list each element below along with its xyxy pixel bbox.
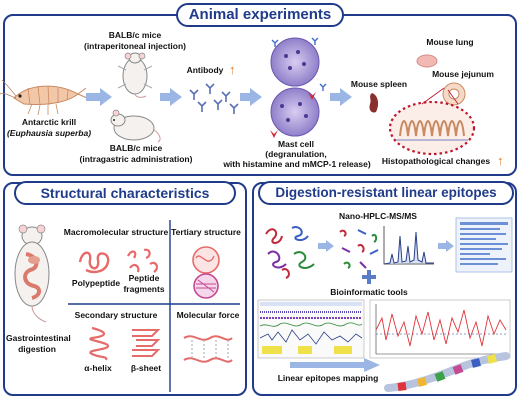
epitope-ribbon [384, 352, 510, 392]
ms-spectra-table [455, 217, 513, 273]
tangles-to-fragments-arrow [318, 240, 334, 252]
mouse-ig-illustration [110, 109, 161, 143]
mouse-lung-label: Mouse lung [426, 37, 474, 47]
tertiary-illustration [192, 246, 220, 299]
polypeptide-label: Polypeptide [71, 278, 121, 288]
bioinformatic-label: Bioinformatic tools [330, 287, 408, 297]
mouse-spleen-label: Mouse spleen [350, 79, 408, 89]
histopathology-dotted-circle [388, 100, 476, 156]
molecular-force-label: Molecular force [176, 310, 240, 320]
digested-fragments [339, 229, 379, 269]
mast-cell-sub1: (degranulation, [265, 149, 327, 159]
jejunum-icon [442, 82, 466, 106]
mast-cell-illustration [270, 37, 327, 138]
antibody-to-mastcell-arrow [240, 88, 262, 106]
structural-grid-lines [68, 220, 240, 392]
nano-hplc-label: Nano-HPLC-MS/MS [339, 211, 417, 221]
tertiary-label: Tertiary structure [171, 227, 241, 237]
gi-label: Gastrointestinal [6, 333, 71, 343]
mice-ip-subtitle: (intraperitoneal injection) [83, 41, 186, 51]
beta-sheet-illustration [132, 329, 161, 357]
krill-latin-name: (Euphausia superba) [6, 128, 92, 138]
fragments-label: fragments [123, 284, 165, 294]
plus-icon [362, 270, 376, 284]
beta-sheet-label: β-sheet [130, 363, 162, 373]
mice-ip-title: BALB/c mice [108, 30, 162, 40]
antibody-increase-icon: ↑ [229, 62, 236, 77]
mouse-ip-illustration [117, 52, 153, 98]
antibody-label: Antibody [186, 65, 224, 75]
mice-ig-title: BALB/c mice [109, 143, 163, 153]
epitopes-title: Digestion-resistant linear epitopes [258, 181, 514, 205]
histopathology-label: Histopathological changes [381, 156, 491, 166]
histopathology-increase-icon: ↑ [497, 153, 504, 168]
krill-name: Antarctic krill [21, 117, 77, 127]
linear-epitopes-mapping-label: Linear epitopes mapping [277, 373, 379, 383]
mastcell-to-organs-arrow [330, 88, 352, 106]
protein-tangles [265, 226, 315, 279]
macromolecular-label: Macromolecular structure [63, 227, 169, 237]
alpha-helix-illustration [89, 326, 110, 361]
bioinformatic-tracks-plot [257, 299, 365, 359]
chromatogram-plot [383, 226, 434, 265]
structural-title: Structural characteristics [14, 181, 236, 205]
gi-label-2: digestion [18, 344, 56, 354]
bioinformatic-line-plot [369, 299, 511, 359]
polypeptide-illustration [78, 251, 110, 274]
mast-cell-sub2: with histamine and mMCP-1 release) [223, 159, 371, 169]
mast-cell-label: Mast cell [278, 139, 314, 149]
mouse-jejunum-label: Mouse jejunum [432, 69, 494, 79]
secondary-label: Secondary structure [74, 310, 158, 320]
mouse-gi-illustration [14, 224, 50, 323]
mice-ig-subtitle: (intragastric administration) [79, 154, 193, 164]
krill-to-mice-arrow [86, 88, 112, 106]
lung-icon [416, 54, 438, 68]
molecular-force-illustration [183, 335, 233, 363]
krill-illustration [0, 79, 88, 116]
antibody-cluster [189, 83, 239, 114]
bioinfo-to-mapping-arrow [290, 358, 380, 372]
alpha-helix-label: α-helix [84, 363, 112, 373]
peptide-label: Peptide [128, 273, 160, 283]
chromatogram-to-spectra-arrow [438, 240, 454, 252]
zoom-connector-lines [421, 87, 459, 105]
spleen-icon [369, 93, 379, 113]
mice-to-antibody-arrow [160, 88, 182, 106]
animal-experiments-title: Animal experiments [176, 3, 344, 27]
peptide-fragments-illustration [127, 248, 159, 273]
